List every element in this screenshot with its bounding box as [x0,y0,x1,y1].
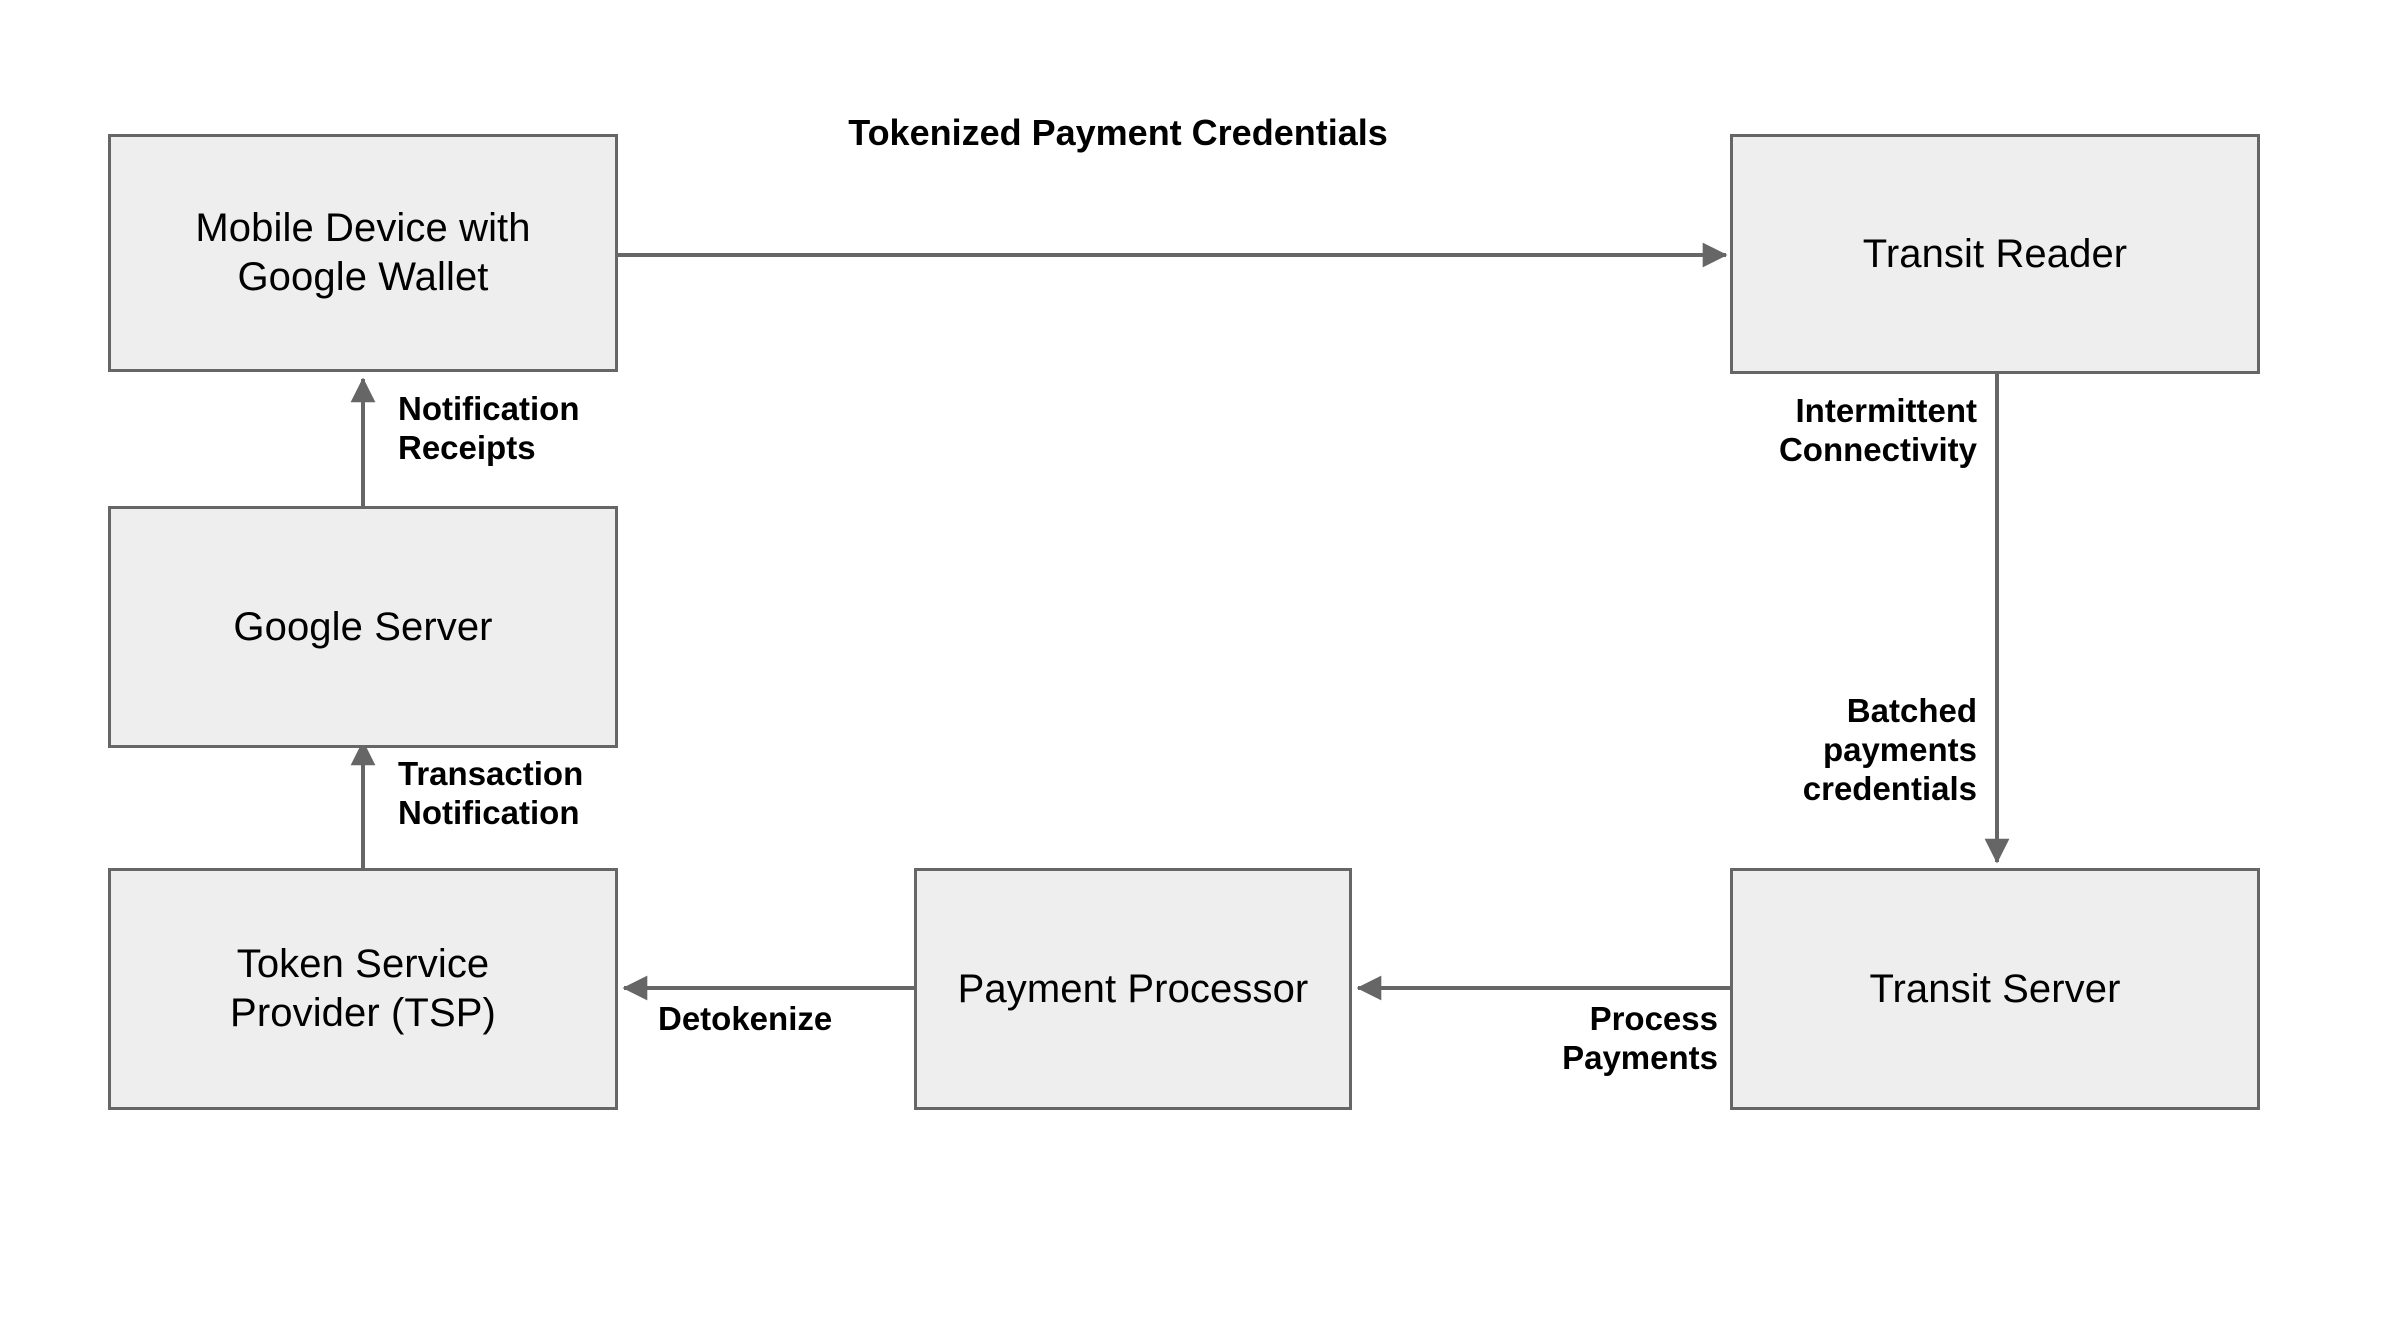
node-mobile-device-label: Mobile Device with Google Wallet [195,206,531,299]
node-google-server[interactable]: Google Server [108,506,618,748]
node-transit-server[interactable]: Transit Server [1730,868,2260,1110]
node-transit-server-label: Transit Server [1869,966,2121,1011]
edge-label-detokenize: Detokenize [658,1000,833,1037]
edge-label-transaction-notification: Transaction Notification [398,755,584,831]
node-transit-reader[interactable]: Transit Reader [1730,134,2260,374]
edge-label-notification-receipts: Notification Receipts [398,390,580,466]
node-token-service-provider-label: Token Service Provider (TSP) [230,942,496,1035]
edge-label-tokenized-payment-credentials: Tokenized Payment Credentials [848,112,1388,153]
node-mobile-device[interactable]: Mobile Device with Google Wallet [108,134,618,372]
node-token-service-provider[interactable]: Token Service Provider (TSP) [108,868,618,1110]
edge-label-intermittent-connectivity: Intermittent Connectivity [1778,392,1977,468]
node-transit-reader-label: Transit Reader [1862,231,2128,276]
node-payment-processor-label: Payment Processor [957,966,1309,1011]
node-payment-processor[interactable]: Payment Processor [914,868,1352,1110]
node-google-server-label: Google Server [233,604,493,649]
edge-label-process-payments: Process Payments [1562,1000,1718,1076]
edge-label-batched-payments-credentials: Batched payments credentials [1802,692,1977,807]
